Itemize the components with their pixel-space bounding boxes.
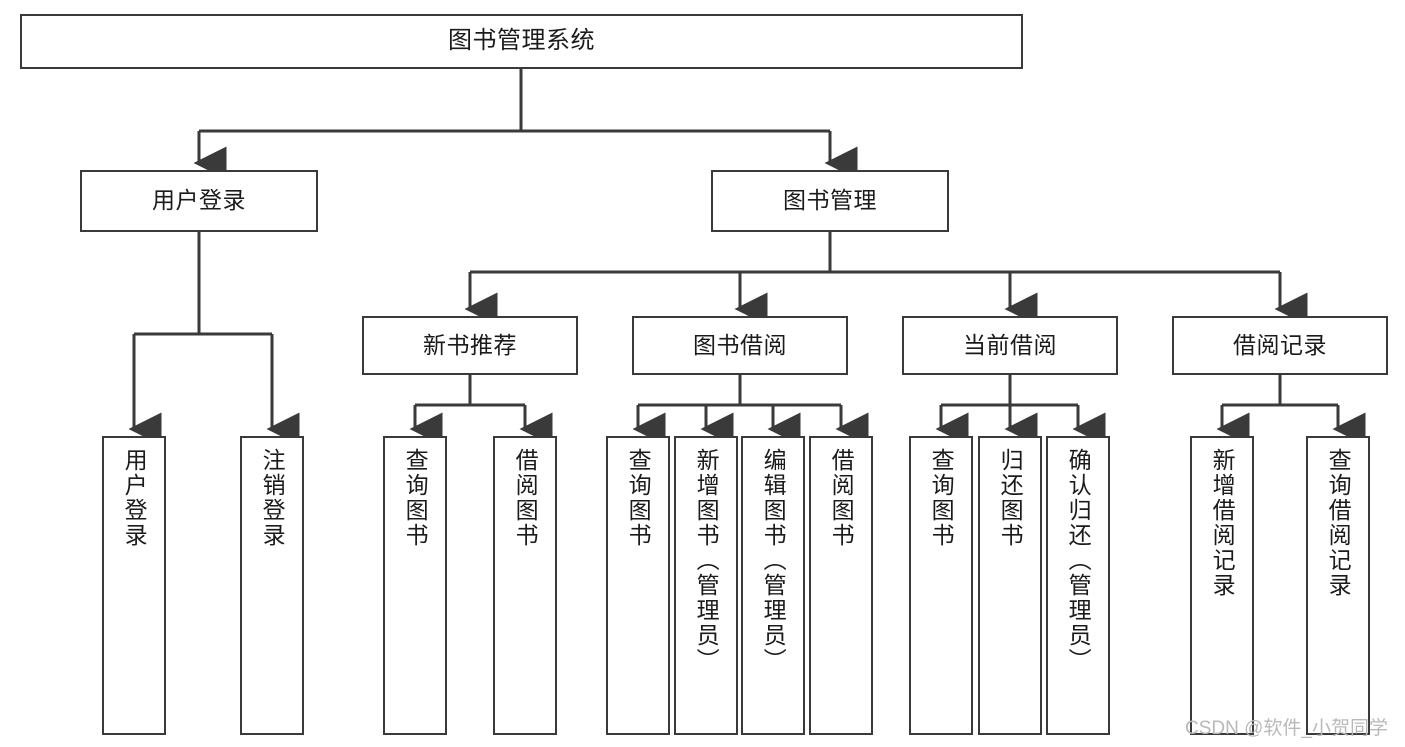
leaf-label: 查询图书	[928, 448, 955, 548]
leaf-label: 归还图书	[997, 448, 1024, 548]
node-book-management[interactable]: 图书管理	[711, 170, 949, 232]
node-current-borrow-label: 当前借阅	[963, 331, 1057, 358]
node-user-login-label: 用户登录	[152, 187, 246, 214]
node-new-book-recommend[interactable]: 新书推荐	[362, 316, 578, 375]
leaf-current-borrow-return[interactable]: 归还图书	[978, 436, 1042, 735]
leaf-label: 查询图书	[402, 448, 429, 548]
leaf-book-borrow-borrow[interactable]: 借阅图书	[809, 436, 873, 735]
leaf-label: 新增图书（管理员）	[693, 448, 720, 673]
leaf-label: 编辑图书（管理员）	[760, 448, 787, 673]
node-book-borrow[interactable]: 图书借阅	[632, 316, 848, 375]
leaf-book-borrow-add[interactable]: 新增图书（管理员）	[674, 436, 738, 735]
leaf-user-login-logout[interactable]: 注销登录	[240, 436, 304, 735]
node-borrow-records-label: 借阅记录	[1233, 331, 1327, 358]
leaf-current-borrow-confirm-return[interactable]: 确认归还（管理员）	[1046, 436, 1110, 735]
leaf-user-login-login[interactable]: 用户登录	[102, 436, 166, 735]
leaf-new-book-borrow[interactable]: 借阅图书	[493, 436, 557, 735]
node-current-borrow[interactable]: 当前借阅	[902, 316, 1118, 375]
leaf-label: 确认归还（管理员）	[1065, 448, 1092, 673]
leaf-current-borrow-query[interactable]: 查询图书	[909, 436, 973, 735]
node-borrow-records[interactable]: 借阅记录	[1172, 316, 1388, 375]
leaf-book-borrow-query[interactable]: 查询图书	[606, 436, 670, 735]
leaf-label: 借阅图书	[828, 448, 855, 548]
watermark: CSDN @软件_小贺同学	[1185, 718, 1388, 739]
node-user-login[interactable]: 用户登录	[80, 170, 318, 232]
node-book-borrow-label: 图书借阅	[693, 331, 787, 358]
leaf-book-borrow-edit[interactable]: 编辑图书（管理员）	[741, 436, 805, 735]
leaf-label: 新增借阅记录	[1209, 448, 1236, 598]
node-book-management-label: 图书管理	[783, 187, 877, 214]
node-root-label: 图书管理系统	[448, 27, 595, 55]
leaf-label: 查询图书	[625, 448, 652, 548]
leaf-new-book-query[interactable]: 查询图书	[383, 436, 447, 735]
leaf-borrow-records-query[interactable]: 查询借阅记录	[1306, 436, 1370, 735]
leaf-label: 查询借阅记录	[1325, 448, 1352, 598]
leaf-borrow-records-add[interactable]: 新增借阅记录	[1190, 436, 1254, 735]
leaf-label: 借阅图书	[512, 448, 539, 548]
node-root[interactable]: 图书管理系统	[20, 14, 1023, 69]
leaf-label: 用户登录	[121, 448, 148, 548]
leaf-label: 注销登录	[259, 448, 286, 548]
node-new-book-recommend-label: 新书推荐	[423, 331, 517, 358]
